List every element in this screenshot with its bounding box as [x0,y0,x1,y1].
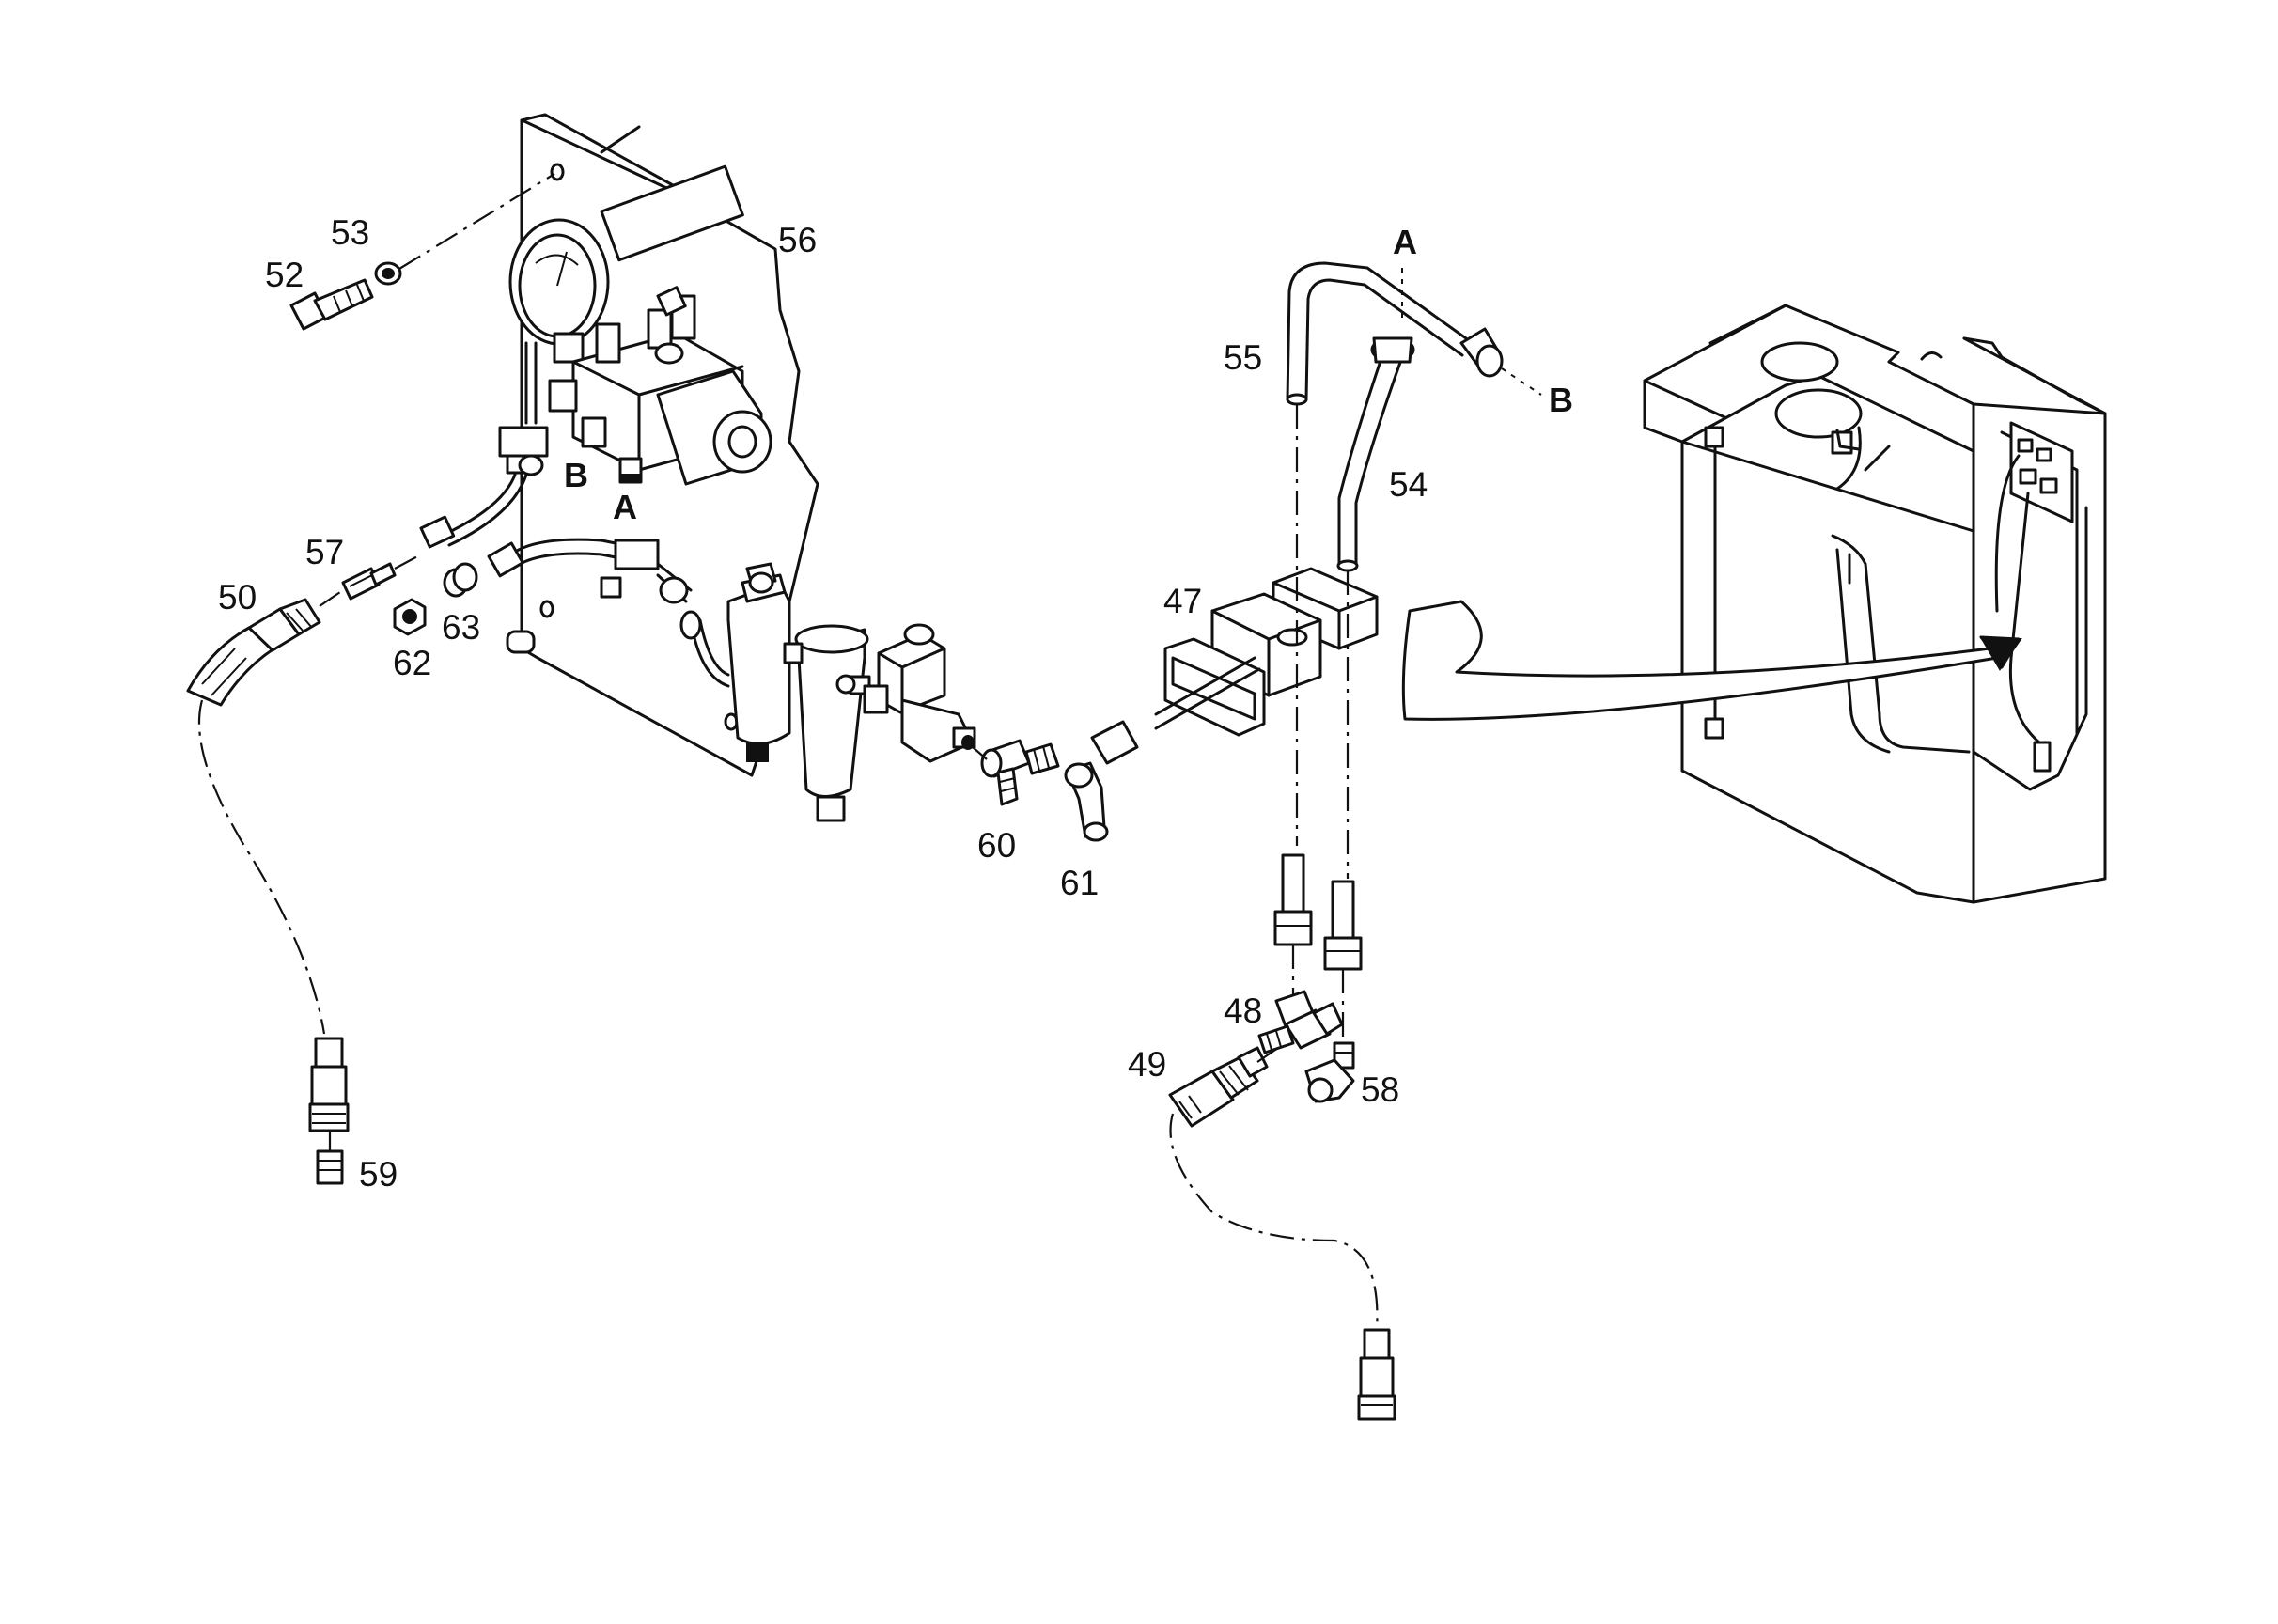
pipe-end-55 [1273,853,1313,946]
detail-arrow [1401,600,2022,721]
label-50: 50 [218,578,257,617]
label-52: 52 [265,256,304,294]
label-60: 60 [977,826,1016,865]
bolt-part-52 [289,278,374,331]
solenoid-valve [863,623,976,763]
pipe-end-54 [1323,880,1363,971]
tee-fitting-part-48 [1257,990,1344,1054]
filter-regulator [679,562,791,762]
machine-housing [1643,304,2107,904]
label-55: 55 [1224,338,1262,377]
label-48: 48 [1224,992,1262,1030]
hose-part-50 [186,598,321,707]
nut-part-62 [393,598,427,636]
marker-panel-b: B [564,456,588,494]
label-53: 53 [331,213,369,252]
washer-part-53 [374,261,402,286]
hose-connector-part-49 [1168,1046,1269,1128]
clamp-part-47 [1090,567,1379,765]
pipe-part-55 [1286,261,1504,406]
marker-pipe-a: A [1393,223,1417,261]
fitting-axis-57 [394,554,422,570]
elbow-fitting-part-58 [1304,1041,1355,1103]
label-56: 56 [778,221,817,259]
connector-end-49 [1357,1328,1396,1421]
pressure-gauge-assembly [498,164,772,486]
elbow-fitting-part-61 [1064,761,1109,842]
label-63: 63 [442,608,480,647]
fitting-part-57 [341,562,397,601]
label-59: 59 [359,1155,398,1194]
panel-tube-lower [419,473,528,549]
bolt-axis-line [398,173,555,270]
pipe-part-54 [1336,336,1415,572]
hose-route-49 [1169,1113,1379,1331]
label-57: 57 [305,533,344,571]
tee-fitting-part-60 [980,739,1060,806]
label-47: 47 [1163,582,1202,620]
label-49: 49 [1128,1045,1166,1084]
marker-b-leader [1501,367,1542,396]
hose-route-50 [197,699,326,1035]
ferrule-part-63 [443,562,478,598]
label-54: 54 [1389,465,1428,504]
marker-pipe-b: B [1549,381,1573,419]
tee-axis-60 [972,746,988,760]
panel-tube-filter [487,538,693,604]
connector-part-59 [308,1037,350,1185]
label-58: 58 [1361,1070,1399,1109]
axis-49 [1256,1047,1279,1063]
label-62: 62 [393,644,431,682]
hose-axis-50 [319,591,341,607]
marker-panel-a: A [613,488,637,526]
water-separator [783,624,871,822]
label-61: 61 [1060,864,1099,902]
part-labels: 52 53 56 57 50 63 62 60 61 59 55 54 47 4… [218,213,1573,1194]
